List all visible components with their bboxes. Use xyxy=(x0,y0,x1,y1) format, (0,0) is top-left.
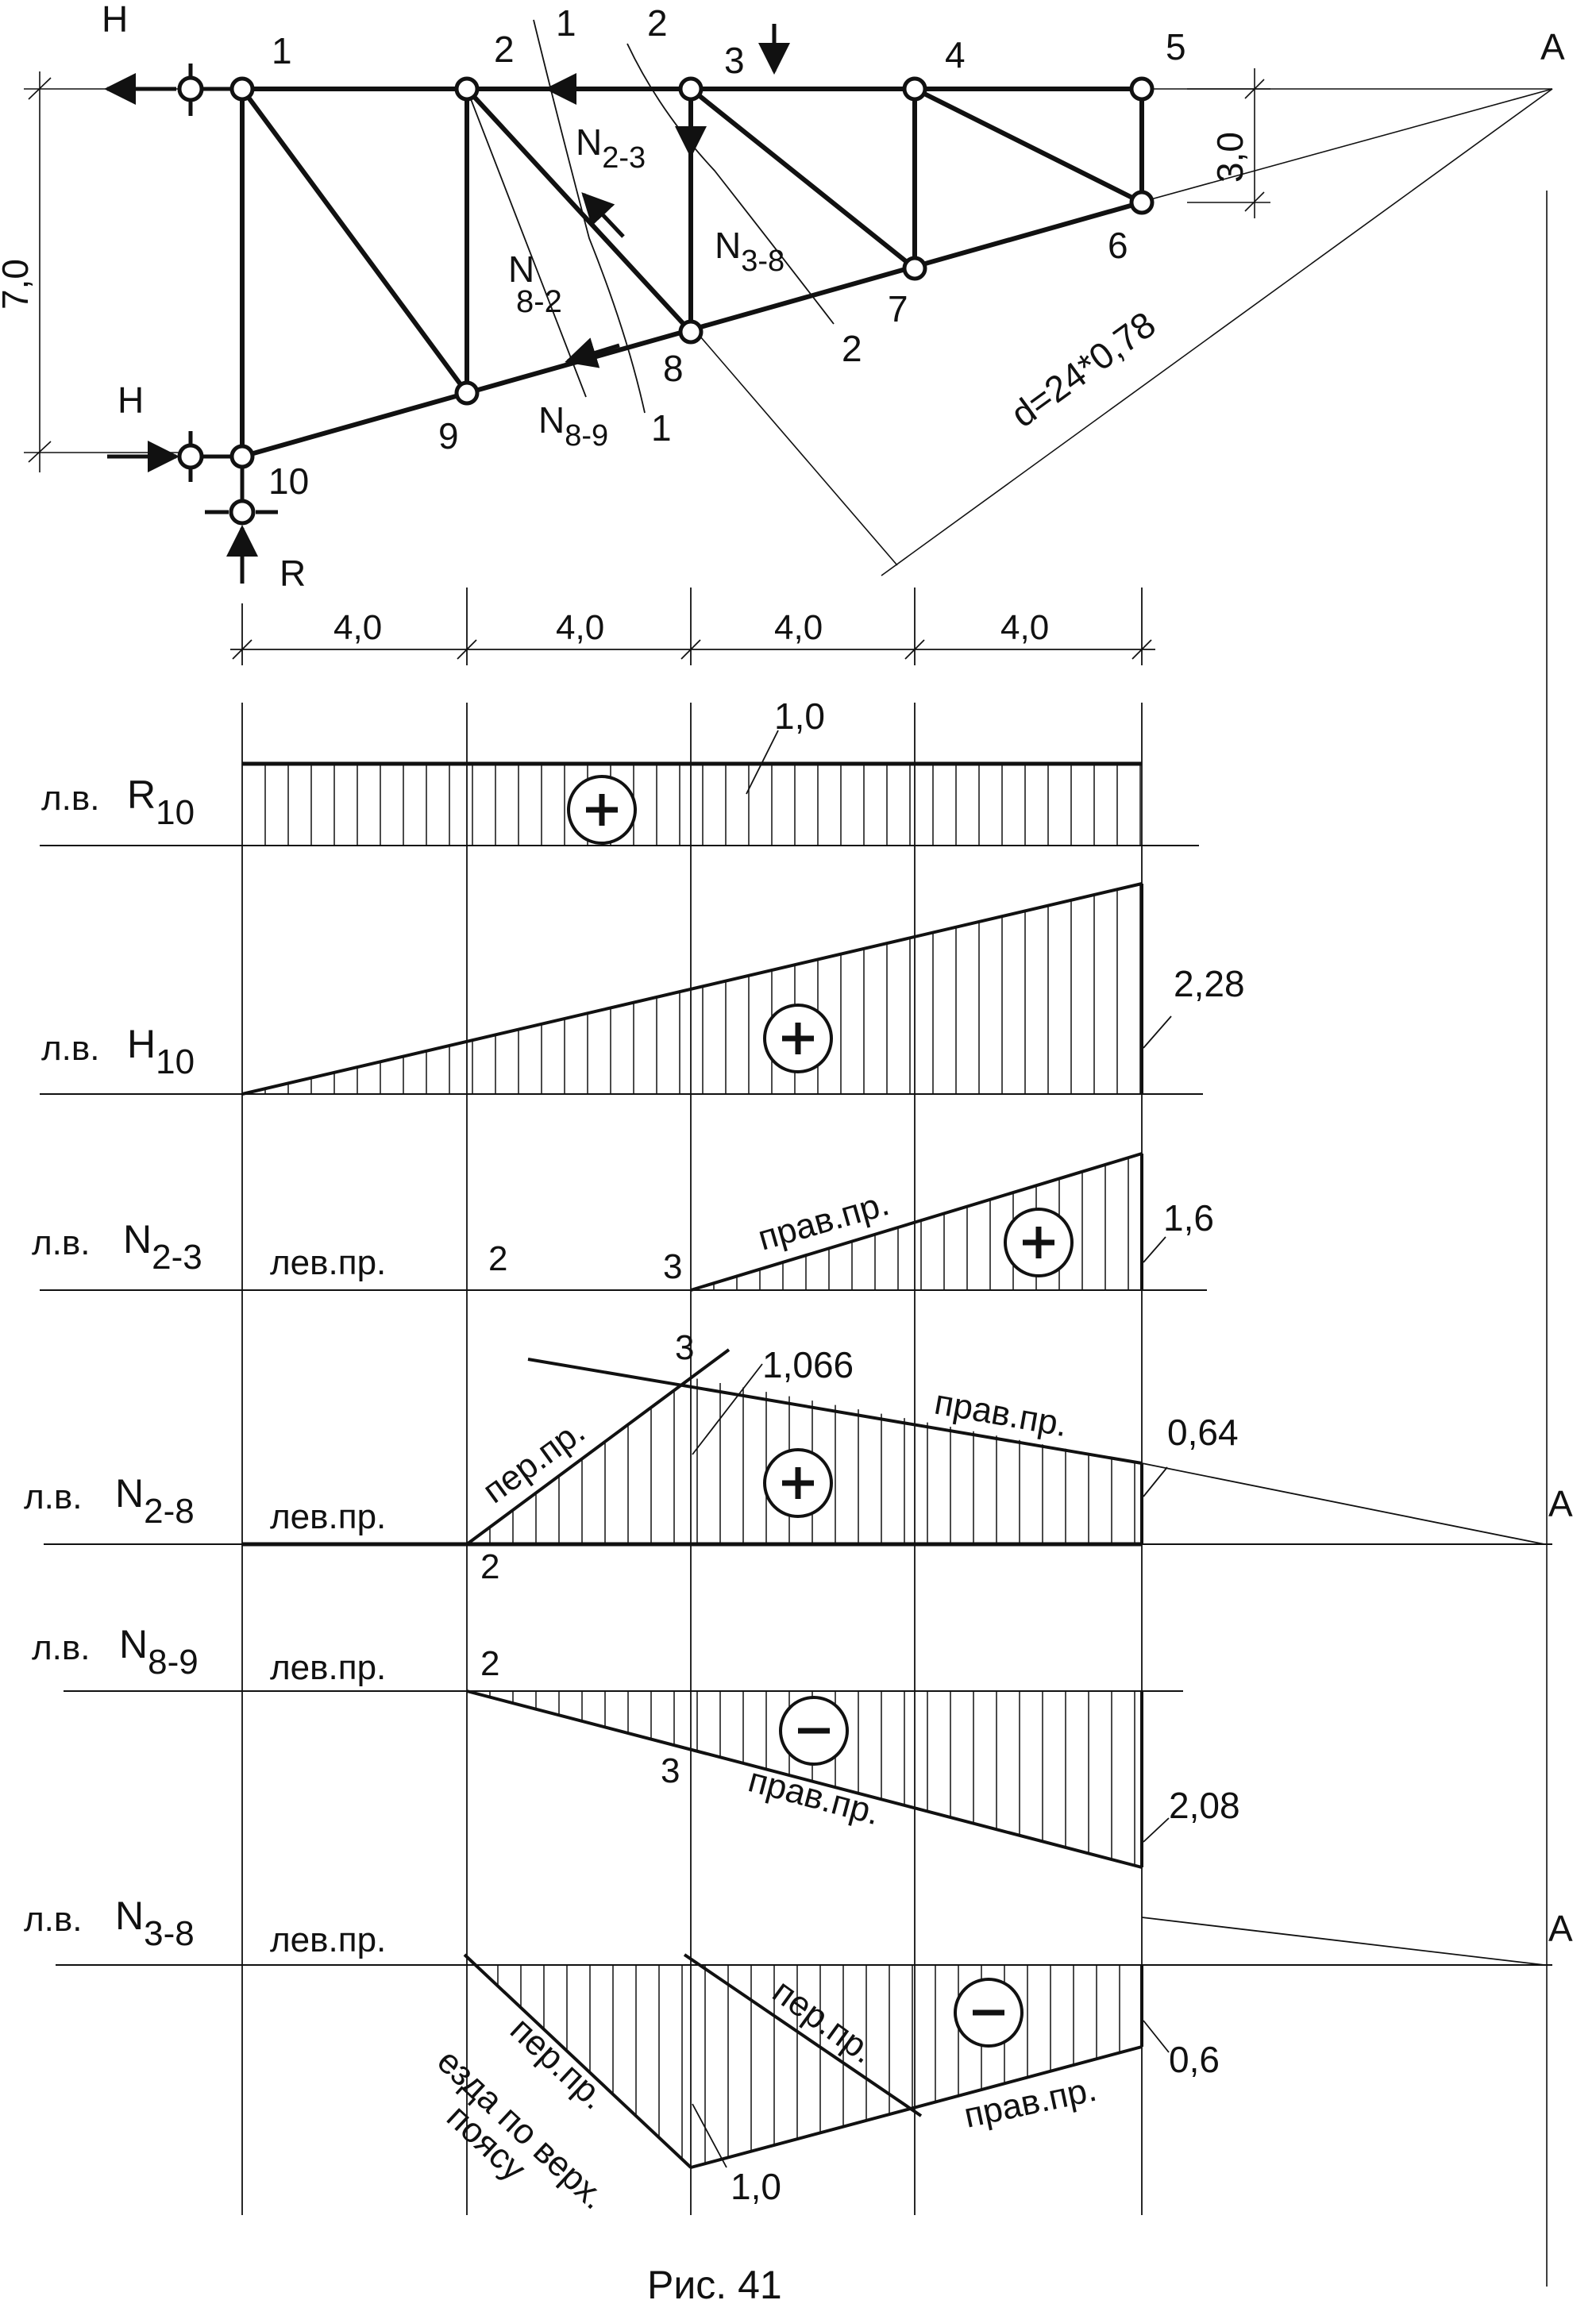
il-n28-left: лев.пр. xyxy=(270,1497,386,1536)
il-n89: л.в. N8-9 лев.пр. 2 3 прав.пр. 2,08 xyxy=(32,1622,1240,1869)
il-n89-pt2: 2 xyxy=(480,1644,499,1683)
dim-span-1: 4,0 xyxy=(333,608,382,647)
force-h-bottom: H xyxy=(118,380,144,421)
point-a-top: A xyxy=(1540,26,1565,67)
section-curves xyxy=(466,19,835,414)
il-h10: л.в. H10 2,28 xyxy=(40,882,1245,1096)
member-label-n82-sub: 8-2 xyxy=(516,284,562,319)
member-label-n23: N2-3 xyxy=(576,121,646,175)
il-n89-left: лев.пр. xyxy=(270,1648,386,1687)
il-n38-prefix: л.в. xyxy=(24,1900,83,1939)
il-n28-point-a: A xyxy=(1548,1483,1573,1524)
il-n28-pt2: 2 xyxy=(480,1547,499,1586)
dim-span-2: 4,0 xyxy=(556,608,604,647)
joint-label-3: 3 xyxy=(724,40,745,81)
joint-label-10: 10 xyxy=(268,460,309,502)
il-n38-left: лев.пр. xyxy=(270,1921,386,1959)
il-n28-pt3: 3 xyxy=(675,1328,694,1367)
il-n23-pt3: 3 xyxy=(663,1247,682,1286)
il-n38-peak: 1,0 xyxy=(731,2166,781,2207)
il-r10: л.в. R10 1,0 xyxy=(40,695,1199,846)
il-n28: л.в. N2-8 лев.пр. пер.пр. прав.пр. 2 3 1… xyxy=(24,1328,1573,1586)
section-1-top: 1 xyxy=(556,2,576,44)
truss: H H R 1 2 3 4 5 6 7 8 9 10 1 2 1 2 A d=2… xyxy=(0,0,1565,2287)
il-n38-title: N3-8 xyxy=(115,1894,195,1953)
dim-small: 3,0 xyxy=(1209,132,1251,183)
il-n23-title: N2-3 xyxy=(123,1217,202,1277)
lever-arm-label: d=24*0,78 xyxy=(1003,303,1162,435)
truss-joints xyxy=(229,76,1155,469)
joint-label-2: 2 xyxy=(494,29,515,70)
section-1-bottom: 1 xyxy=(651,407,672,449)
il-n89-title: N8-9 xyxy=(119,1622,199,1682)
member-label-n89: N8-9 xyxy=(538,399,608,453)
support-hinges xyxy=(177,64,278,526)
force-h-top: H xyxy=(102,0,128,40)
force-r: R xyxy=(279,553,306,594)
il-n89-pt3: 3 xyxy=(661,1751,680,1790)
il-n38-end: 0,6 xyxy=(1169,2039,1220,2080)
joint-label-8: 8 xyxy=(663,348,684,389)
dim-span-3: 4,0 xyxy=(774,608,823,647)
joint-label-1: 1 xyxy=(272,30,292,71)
il-r10-title: R10 xyxy=(127,772,195,832)
il-n23-prefix: л.в. xyxy=(32,1223,91,1262)
dim-height: 7,0 xyxy=(0,259,36,310)
joint-label-4: 4 xyxy=(945,34,966,75)
force-arrows xyxy=(104,24,790,584)
section-2-top: 2 xyxy=(647,2,668,44)
il-n28-right: прав.пр. xyxy=(931,1383,1070,1445)
il-n38-point-a: A xyxy=(1548,1908,1573,1949)
il-h10-prefix: л.в. xyxy=(41,1029,100,1068)
joint-label-5: 5 xyxy=(1166,26,1186,67)
construction-lines xyxy=(24,68,1553,2287)
dim-span-4: 4,0 xyxy=(1000,608,1049,647)
il-n23-pt2: 2 xyxy=(488,1239,507,1278)
il-n38: л.в. N3-8 лев.пр. пер.пр. езда по верх. … xyxy=(24,1894,1573,2217)
joint-label-6: 6 xyxy=(1108,225,1128,266)
il-n89-right: прав.пр. xyxy=(744,1760,884,1832)
joint-label-7: 7 xyxy=(888,288,908,329)
section-2-bottom: 2 xyxy=(842,328,862,369)
il-n23-right: прав.пр. xyxy=(754,1184,893,1258)
il-r10-value: 1,0 xyxy=(774,695,825,737)
il-n28-end: 0,64 xyxy=(1167,1412,1239,1453)
span-dimensions: 4,0 4,0 4,0 4,0 xyxy=(230,588,1155,665)
joint-label-9: 9 xyxy=(438,415,459,457)
member-label-n82: N xyxy=(508,249,534,290)
il-n28-title: N2-8 xyxy=(115,1471,195,1531)
figure-caption: Рис. 41 xyxy=(647,2263,782,2304)
il-n89-value: 2,08 xyxy=(1169,1785,1240,1826)
il-n28-peak: 1,066 xyxy=(762,1344,854,1385)
il-n89-prefix: л.в. xyxy=(32,1628,91,1667)
il-n28-prefix: л.в. xyxy=(24,1478,83,1516)
il-n23: л.в. N2-3 лев.пр. 2 3 прав.пр. 1,6 xyxy=(32,1152,1214,1292)
il-r10-prefix: л.в. xyxy=(41,779,100,818)
il-h10-title: H10 xyxy=(127,1022,195,1081)
il-n23-value: 1,6 xyxy=(1163,1197,1214,1239)
member-label-n38: N3-8 xyxy=(715,225,785,278)
il-h10-value: 2,28 xyxy=(1174,963,1245,1004)
il-n23-left: лев.пр. xyxy=(270,1243,386,1282)
